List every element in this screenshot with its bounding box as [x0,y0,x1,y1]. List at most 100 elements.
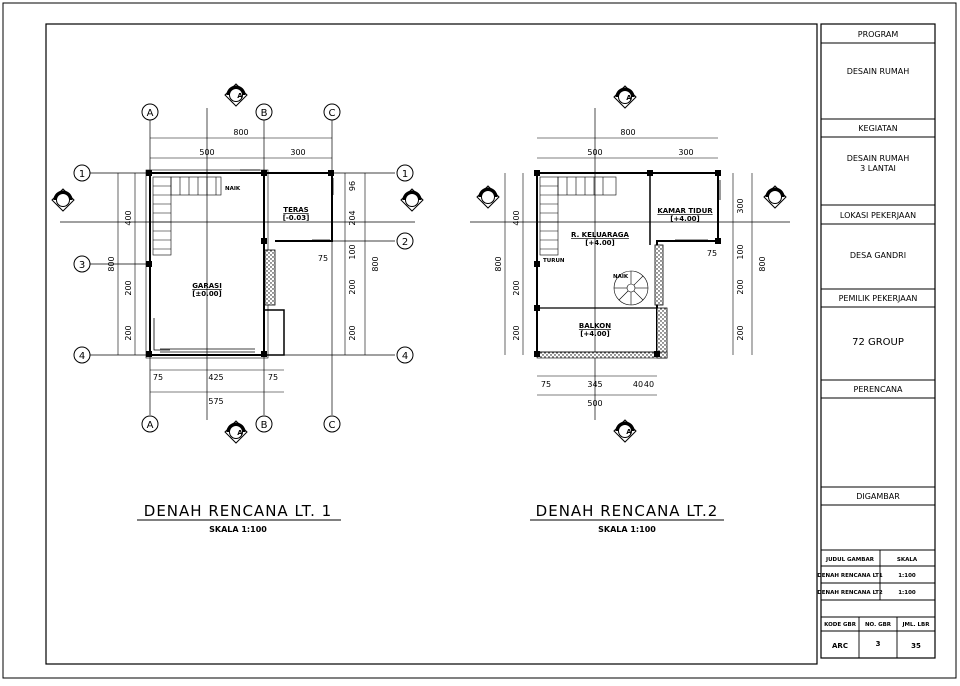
dim-label: 200 [348,279,357,294]
dim-label: 200 [736,279,745,294]
dim-label: 200 [512,280,521,295]
no-label: NO. GBR [865,622,892,628]
grid-label: 4 [402,351,408,362]
dim-label: 800 [494,256,503,271]
section-marker-label: A [626,428,632,436]
dim-label: 400 [512,210,521,225]
section-marker-icon [223,82,249,108]
room-name: TERAS [283,206,308,214]
dim-label: 40 [644,380,654,389]
dim-label: 300 [678,148,693,157]
table-row-skala: 1:100 [898,573,916,579]
table-row-judul: DENAH RENCANA LT1 [817,573,883,579]
dim-label: 40 [633,380,643,389]
kegiatan-value: DESAIN RUMAH [847,154,910,163]
title-block: PROGRAM DESAIN RUMAH KEGIATAN DESAIN RUM… [817,23,936,659]
section-marker-label: A [237,429,243,437]
table-row-skala: 1:100 [898,590,916,596]
lokasi-label: LOKASI PEKERJAAN [840,211,916,220]
room-level: [+4.00] [585,239,615,247]
dim-label: 400 [124,210,133,225]
dim-label: 345 [587,380,602,389]
program-value: DESAIN RUMAH [847,67,910,76]
dim-label: 75 [268,373,278,382]
room-name: GARASI [192,282,222,290]
plan-title: DENAH RENCANA LT. 1 [144,502,332,520]
room-level: [±0.00] [192,290,222,298]
pemilik-label: PEMILIK PEKERJAAN [839,294,918,303]
floor-plan-1: A B C A B C 1 3 4 1 2 4 A [50,82,425,534]
section-marker-icon [50,187,76,213]
grid-label: 4 [79,351,85,362]
floor-plan-2: A A TUR [470,84,790,534]
dim-label: 500 [587,148,602,157]
dim-label: 300 [290,148,305,157]
program-label: PROGRAM [858,30,899,39]
room-level: [-0.03] [283,214,310,222]
plan-scale: SKALA 1:100 [598,525,656,534]
dim-label: 800 [107,256,116,271]
section-marker-icon [223,419,249,445]
room-name: BALKON [579,322,611,330]
grid-label: 2 [402,237,408,248]
section-marker-icon [475,184,501,210]
plan-title: DENAH RENCANA LT.2 [536,502,719,520]
no-value: 3 [876,640,881,648]
dim-label: 100 [348,244,357,259]
dim-label: 200 [124,280,133,295]
dim-label: 100 [736,244,745,259]
kegiatan-label: KEGIATAN [858,124,897,133]
perencana-label: PERENCANA [854,385,904,394]
jml-label: JML. LBR [902,622,931,628]
stair-label: NAIK [613,274,629,280]
dim-label: 800 [233,128,248,137]
grid-label: C [329,108,336,119]
dim-label: 204 [348,210,357,225]
dim-label: 800 [371,256,380,271]
spiral-stair-icon [613,270,649,306]
lokasi-value: DESA GANDRI [850,251,906,260]
digambar-label: DIGAMBAR [856,492,900,501]
kode-label: KODE GBR [824,622,857,628]
grid-label: C [329,420,336,431]
dim-label: 75 [318,254,328,263]
drawing-border [45,23,818,665]
grid-label: B [261,108,268,119]
table-head-skala: SKALA [897,557,918,563]
grid-label: 1 [79,169,85,180]
grid-label: B [261,420,268,431]
dim-label: 75 [153,373,163,382]
section-marker-icon [612,84,638,110]
section-marker-icon [612,418,638,444]
kode-value: ARC [832,642,848,650]
dim-label: 500 [199,148,214,157]
plan-scale: SKALA 1:100 [209,525,267,534]
room-name: KAMAR TIDUR [657,207,713,215]
dim-label: 575 [208,397,223,406]
section-marker-icon [399,187,425,213]
stair-label: TURUN [543,258,565,264]
dim-label: 425 [208,373,223,382]
section-marker-label: A [626,94,632,102]
dim-label: 800 [758,256,767,271]
stair-label: NAIK [225,186,241,192]
section-marker-icon [762,184,788,210]
dim-label: 75 [541,380,551,389]
table-row-judul: DENAH RENCANA LT2 [817,590,883,596]
dim-label: 500 [587,399,602,408]
grid-label: A [147,420,154,431]
section-marker-label: A [237,92,243,100]
dim-label: 200 [348,325,357,340]
dim-label: 75 [707,249,717,258]
dim-label: 200 [736,325,745,340]
room-level: [+4.00] [670,215,700,223]
dim-label: 200 [512,325,521,340]
grid-label: 1 [402,169,408,180]
jml-value: 35 [911,642,921,650]
dim-label: 300 [736,198,745,213]
table-head-judul: JUDUL GAMBAR [825,557,875,563]
dim-label: 800 [620,128,635,137]
